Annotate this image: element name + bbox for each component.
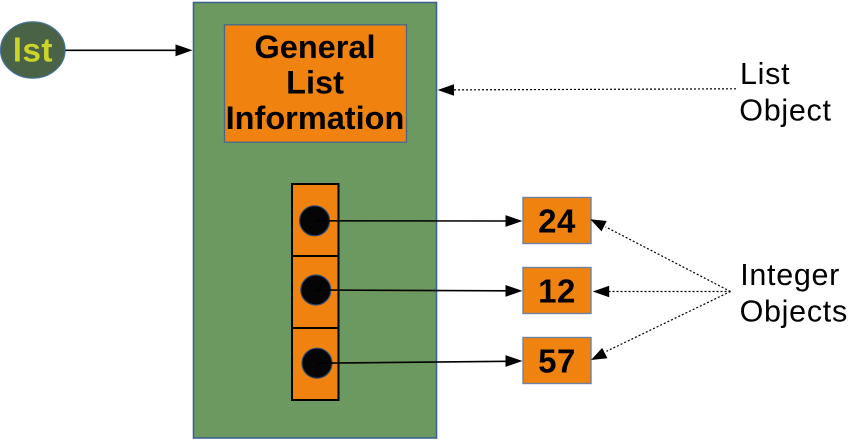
svg-text:Objects: Objects [740, 294, 848, 328]
svg-text:List: List [286, 65, 344, 101]
svg-text:General: General [254, 29, 375, 65]
svg-text:List: List [740, 57, 790, 91]
svg-text:lst: lst [13, 33, 53, 70]
svg-text:Object: Object [739, 93, 831, 127]
svg-text:24: 24 [538, 203, 576, 240]
svg-text:Integer: Integer [740, 258, 840, 292]
svg-text:Information: Information [226, 100, 405, 136]
svg-text:12: 12 [538, 273, 576, 310]
svg-text:57: 57 [538, 343, 576, 380]
